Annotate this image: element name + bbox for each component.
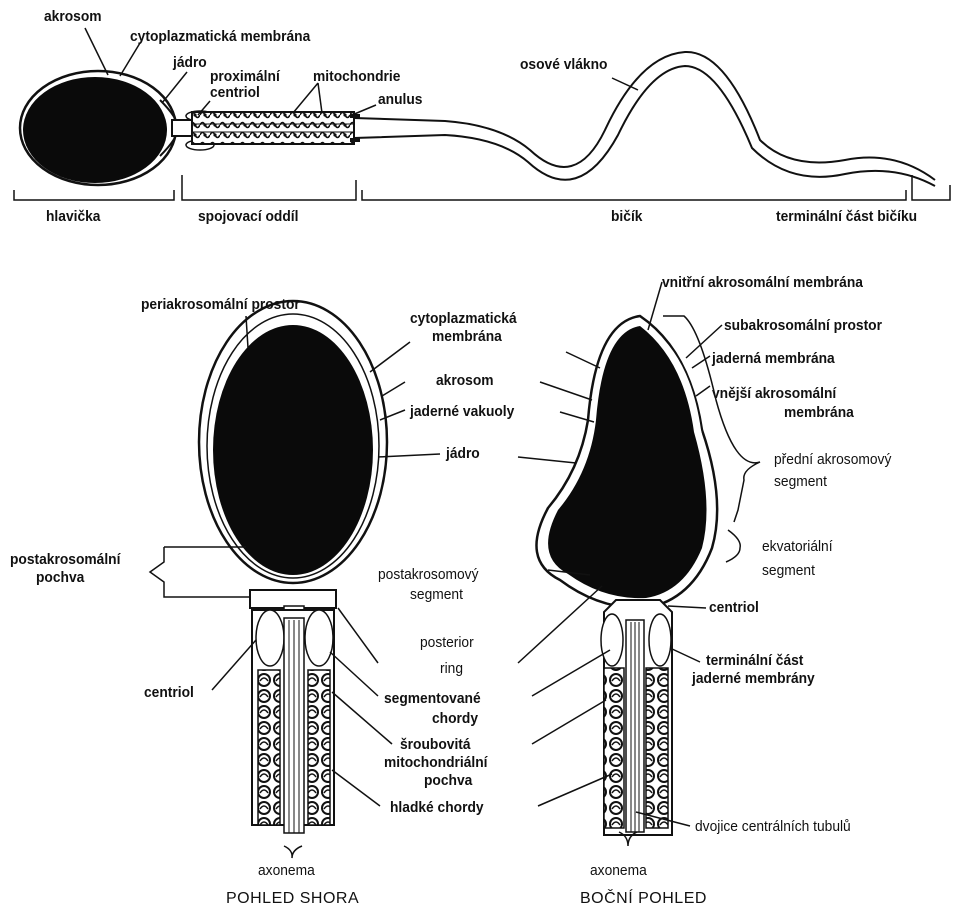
top-view-drawing: [199, 301, 387, 833]
label-cytoplasmatic-membrane-line1: cytoplazmatická: [410, 310, 517, 327]
caption-side-view: BOČNÍ POHLED: [580, 890, 707, 908]
label-anulus: anulus: [378, 91, 422, 108]
label-terminal-nuclear-membrane-line2: jaderné membrány: [692, 670, 815, 687]
label-anterior-acrosomal-segment-line1: přední akrosomový: [774, 451, 891, 468]
label-helical-sheath-line1: šroubovitá: [400, 736, 471, 753]
label-axonema-left: axonema: [258, 862, 315, 879]
label-postacrosomal-sheath-line1: postakrosomální: [10, 551, 120, 568]
label-subacrosomal-space: subakrosomální prostor: [724, 317, 882, 334]
label-inner-acrosomal-membrane: vnitřní akrosomální membrána: [662, 274, 863, 291]
label-nucleus-left: jádro: [446, 445, 480, 462]
label-periacrosomal-space: periakrosomální prostor: [141, 296, 300, 313]
label-connecting-piece: spojovací oddíl: [198, 208, 298, 225]
label-axonema-right: axonema: [590, 862, 647, 879]
label-terminal-piece: terminální část bičíku: [776, 208, 917, 225]
label-posterior-ring-line1: posterior: [420, 634, 474, 651]
whole-sperm-drawing: [20, 52, 935, 186]
label-centriole-left: centriol: [144, 684, 194, 701]
label-proximal-centriole-line1: proximální: [210, 68, 280, 85]
label-helical-sheath-line2: mitochondriální: [384, 754, 488, 771]
label-postacrosomal-segment-line2: segment: [410, 586, 463, 603]
label-proximal-centriole-line2: centriol: [210, 84, 260, 101]
label-helical-sheath-line3: pochva: [424, 772, 472, 789]
label-head: hlavička: [46, 208, 100, 225]
label-posterior-ring-line2: ring: [440, 660, 463, 677]
label-central-tubule-pair: dvojice centrálních tubulů: [695, 818, 851, 835]
label-axial-filament: osové vlákno: [520, 56, 607, 73]
label-smooth-chords: hladké chordy: [390, 799, 484, 816]
label-outer-acrosomal-membrane-line2: membrána: [784, 404, 854, 421]
label-tail: bičík: [611, 208, 642, 225]
label-segmented-columns-line1: segmentované: [384, 690, 481, 707]
side-view-drawing: [536, 316, 717, 835]
label-postacrosomal-segment-line1: postakrosomový: [378, 566, 478, 583]
label-cytoplasmatic-membrane-top: cytoplazmatická membrána: [130, 28, 310, 45]
label-terminal-nuclear-membrane-line1: terminální část: [706, 652, 803, 669]
label-segmented-columns-line2: chordy: [432, 710, 478, 727]
label-equatorial-segment-line1: ekvatoriální: [762, 538, 833, 555]
label-postacrosomal-sheath-line2: pochva: [36, 569, 84, 586]
label-akrosom-top: akrosom: [44, 8, 102, 25]
label-equatorial-segment-line2: segment: [762, 562, 815, 579]
label-nucleus-top: jádro: [173, 54, 207, 71]
top-section-brackets: [14, 175, 950, 200]
label-anterior-acrosomal-segment-line2: segment: [774, 473, 827, 490]
label-nuclear-membrane: jaderná membrána: [712, 350, 835, 367]
caption-top-view: POHLED SHORA: [226, 890, 359, 908]
label-nuclear-vacuoles: jaderné vakuoly: [410, 403, 514, 420]
label-centriole-right: centriol: [709, 599, 759, 616]
label-akrosom-left: akrosom: [436, 372, 494, 389]
label-cytoplasmatic-membrane-line2: membrána: [432, 328, 502, 345]
label-outer-acrosomal-membrane-line1: vnější akrosomální: [712, 385, 836, 402]
label-mitochondria: mitochondrie: [313, 68, 400, 85]
